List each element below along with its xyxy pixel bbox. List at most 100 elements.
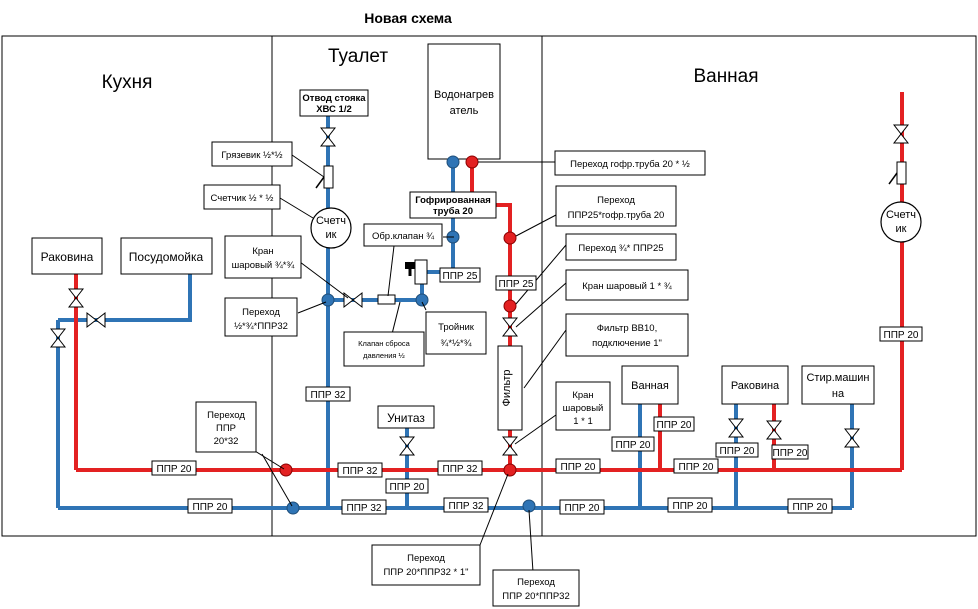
svg-text:Кран шаровый 1 * ¾: Кран шаровый 1 * ¾: [582, 281, 673, 292]
floor-outline: [1, 35, 977, 537]
relief-valve-icon: [405, 259, 428, 285]
callout-valve-34: Кран шаровый ¾*¾: [224, 235, 302, 279]
svg-text:Посудомойка: Посудомойка: [129, 250, 204, 264]
callout-filter: Фильтр ВВ10, подключение 1": [565, 313, 689, 357]
svg-text:Переход: Переход: [517, 577, 555, 588]
valve-filter-out-icon: [502, 436, 518, 456]
valve-sink-bath-hot-icon: [766, 420, 782, 440]
water-meter-right: Счетч ик: [880, 201, 922, 243]
callout-adapter-bottom-1: Переход ППР 20*ППР32 * 1": [371, 544, 481, 586]
fixture-filter: Фильтр: [497, 345, 523, 431]
svg-text:ик: ик: [326, 229, 337, 241]
svg-text:Переход гофр.труба 20 * ½: Переход гофр.труба 20 * ½: [570, 159, 690, 170]
svg-text:ППР 20: ППР 20: [657, 420, 692, 431]
svg-text:Переход: Переход: [407, 553, 445, 564]
fixture-water-heater: Водонагрев атель: [427, 43, 501, 160]
callout-corrugated: Гофрированная труба 20: [409, 191, 497, 219]
valve-filter-in-icon: [502, 317, 518, 337]
callout-adapter-bottom-2: Переход ППР 20*ППР32: [492, 569, 580, 607]
svg-text:подключение 1": подключение 1": [592, 338, 662, 349]
svg-text:Гофрированная: Гофрированная: [415, 195, 491, 206]
svg-text:ППР 20: ППР 20: [884, 330, 919, 341]
valve-wc-icon: [399, 436, 415, 456]
svg-text:ППР 32: ППР 32: [449, 501, 484, 512]
room-kitchen: Кухня: [102, 72, 153, 93]
callout-adapter-ppr32: Переход ½*¾*ППР32: [224, 297, 298, 337]
callout-mud: Грязевик ½*½: [211, 141, 293, 167]
callout-meter: Счетчик ½ * ½: [203, 184, 281, 210]
svg-text:ППР 20: ППР 20: [679, 462, 714, 473]
svg-text:ППР25*гофр.труба 20: ППР25*гофр.труба 20: [568, 210, 665, 221]
callout-valve-11: Кран шаровый 1 * 1: [555, 381, 611, 431]
svg-text:Раковина: Раковина: [731, 380, 780, 392]
svg-text:ППР 32: ППР 32: [347, 503, 382, 514]
svg-text:1 * 1: 1 * 1: [573, 416, 593, 427]
diagram-title: Новая схема: [364, 10, 452, 26]
svg-text:Ванная: Ванная: [631, 380, 669, 392]
fixture-sink-kitchen: Раковина: [31, 237, 103, 275]
svg-text:ППР 20: ППР 20: [561, 462, 596, 473]
svg-text:Переход: Переход: [597, 195, 635, 206]
svg-text:ППР 20*ППР32: ППР 20*ППР32: [502, 591, 569, 602]
svg-text:Переход: Переход: [207, 410, 245, 421]
svg-text:ППР 32: ППР 32: [443, 464, 478, 475]
svg-text:ППР 25: ППР 25: [443, 271, 478, 282]
svg-text:ППР 20: ППР 20: [673, 501, 708, 512]
room-bath: Ванная: [693, 66, 758, 87]
svg-text:20*32: 20*32: [214, 436, 239, 447]
valve-washer-icon: [844, 428, 860, 448]
check-valve-icon: [377, 294, 396, 305]
strainer-left-icon: [315, 165, 334, 189]
svg-text:ППР: ППР: [216, 423, 236, 434]
svg-text:Кран: Кран: [572, 390, 593, 401]
svg-text:Фильтр: Фильтр: [501, 370, 513, 407]
svg-text:Клапан сброса: Клапан сброса: [358, 339, 411, 348]
svg-text:Кран: Кран: [252, 246, 273, 257]
svg-text:Обр.клапан ¾: Обр.клапан ¾: [372, 231, 435, 242]
svg-text:Грязевик ½*½: Грязевик ½*½: [221, 150, 282, 161]
svg-text:ППР 20: ППР 20: [793, 502, 828, 513]
room-toilet: Туалет: [328, 46, 388, 67]
svg-text:труба 20: труба 20: [433, 206, 473, 217]
svg-text:½*¾*ППР32: ½*¾*ППР32: [234, 321, 288, 332]
pipe-size-labels: ППР 25 ППР 25 ППР 32 ППР 20 ППР 20 ППР 2…: [151, 267, 923, 515]
fixture-sink-bath: Раковина: [721, 365, 789, 405]
svg-text:ХВС 1/2: ХВС 1/2: [316, 104, 352, 115]
callout-check-valve: Обр.клапан ¾: [363, 223, 443, 247]
leader-lines: [249, 154, 567, 573]
callout-corr-adapter: Переход гофр.труба 20 * ½: [554, 150, 706, 176]
callout-riser: Отвод стояка ХВС 1/2: [299, 89, 369, 117]
svg-text:Фильтр ВВ10,: Фильтр ВВ10,: [597, 323, 657, 334]
svg-text:ППР 32: ППР 32: [311, 390, 346, 401]
valve-riser-icon: [320, 127, 336, 147]
svg-text:¾*½*¾: ¾*½*¾: [440, 338, 472, 349]
callout-adapter-34-ppr25: Переход ¾* ППР25: [565, 233, 677, 261]
svg-text:Переход: Переход: [242, 307, 280, 318]
fixture-washing-machine: Стир.машин на: [801, 365, 875, 405]
svg-text:ППР 20: ППР 20: [390, 482, 425, 493]
svg-text:ППР 20: ППР 20: [773, 448, 808, 459]
svg-text:ППР 20: ППР 20: [720, 446, 755, 457]
svg-text:ППР 20: ППР 20: [193, 502, 228, 513]
svg-text:ППР 20: ППР 20: [616, 440, 651, 451]
strainer-right-icon: [888, 161, 907, 185]
valve-main-icon: [343, 292, 363, 308]
water-meter-left: Счетч ик: [310, 207, 352, 249]
svg-text:Раковина: Раковина: [41, 250, 94, 264]
callout-tee: Тройник ¾*½*¾: [425, 311, 487, 355]
callout-relief-valve: Клапан сброса давления ½: [343, 331, 425, 367]
svg-text:Унитаз: Унитаз: [387, 411, 425, 425]
svg-text:ППР 20: ППР 20: [157, 464, 192, 475]
svg-text:Переход ¾* ППР25: Переход ¾* ППР25: [578, 243, 663, 254]
svg-text:ППР 20*ППР32 * 1": ППР 20*ППР32 * 1": [383, 567, 468, 578]
svg-text:Счетчик ½ * ½: Счетчик ½ * ½: [211, 193, 274, 204]
svg-text:Водонагрев: Водонагрев: [434, 89, 494, 101]
svg-text:ППР 20: ППР 20: [565, 503, 600, 514]
svg-text:шаровый: шаровый: [563, 403, 604, 414]
svg-text:давления ½: давления ½: [363, 351, 405, 360]
callout-adapter-20-32: Переход ППР 20*32: [195, 401, 257, 453]
svg-text:Счетч: Счетч: [316, 215, 346, 227]
fixture-dishwasher: Посудомойка: [120, 237, 213, 275]
svg-text:на: на: [832, 388, 845, 400]
